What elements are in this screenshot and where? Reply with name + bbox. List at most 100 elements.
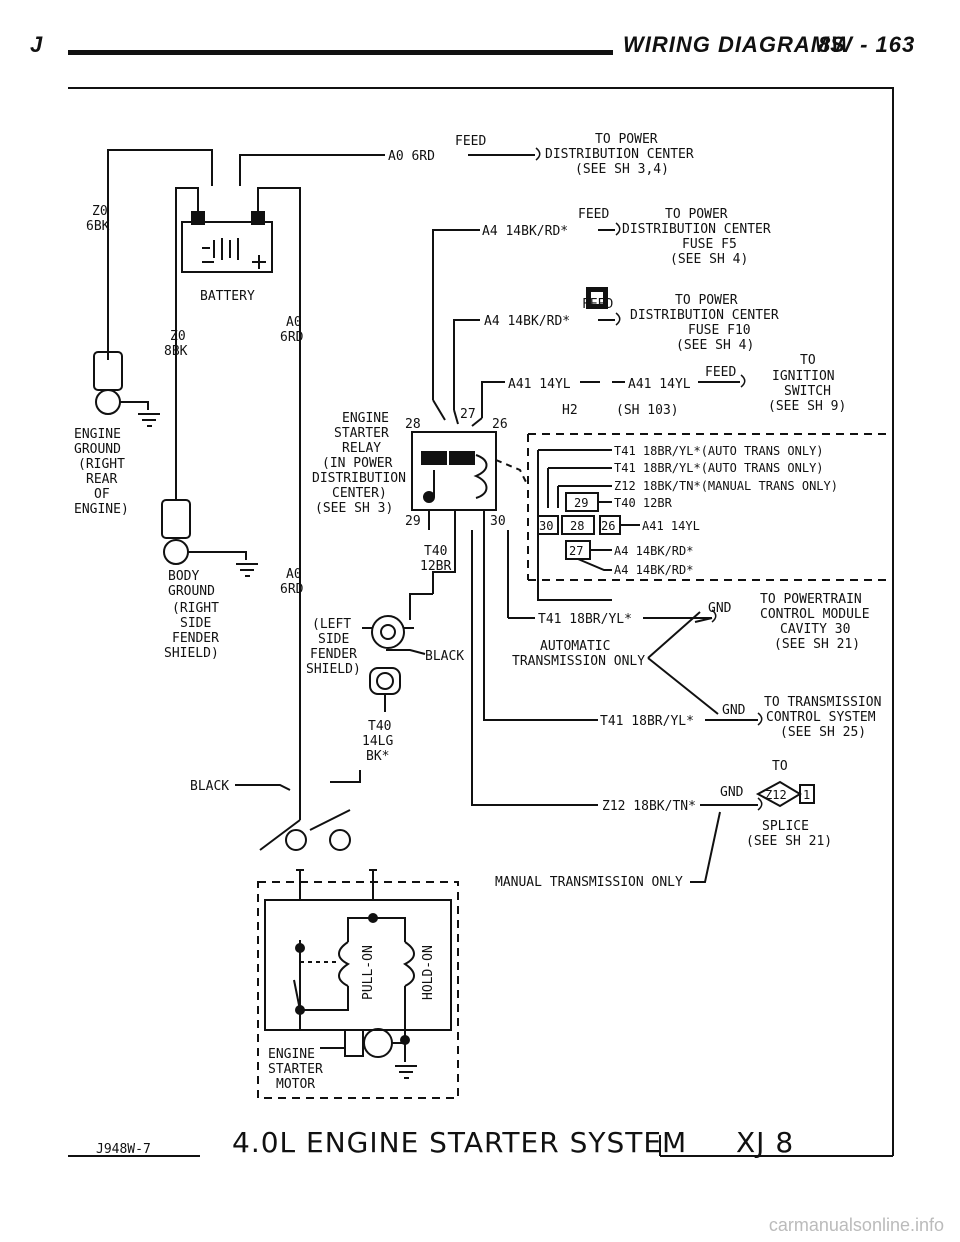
cavity-26: 26 <box>601 519 615 533</box>
label-battery: BATTERY <box>200 289 255 304</box>
label-hold-on: HOLD-ON <box>421 945 436 1000</box>
label-to-power-3: TO POWER <box>675 293 738 308</box>
label-see-sh-34: (SEE SH 3,4) <box>575 162 669 177</box>
label-left-fender-2: SIDE <box>318 632 349 647</box>
label-pdc-3: DISTRIBUTION CENTER <box>630 308 779 323</box>
label-gnd-tcs: GND <box>722 703 746 718</box>
wire-a0-6rd-top <box>239 154 385 186</box>
diagram-frame <box>68 87 894 1156</box>
label-relay-3: RELAY <box>342 441 381 456</box>
label-a4-f10: A4 14BK/RD* <box>484 314 570 329</box>
label-6rd-v1: 6RD <box>280 330 304 345</box>
label-pdc-1: DISTRIBUTION CENTER <box>545 147 694 162</box>
label-t40-14lg-2: 14LG <box>362 734 393 749</box>
badge-z12: Z12 <box>765 788 787 802</box>
label-automatic: AUTOMATIC <box>540 639 610 654</box>
label-z12-18bktn: Z12 18BK/TN* <box>602 799 696 814</box>
cavity-27: 27 <box>569 544 583 558</box>
label-engine-ground-6: ENGINE) <box>74 502 129 517</box>
label-feed-f10: FEED <box>582 297 613 312</box>
label-ignition: IGNITION <box>772 369 835 384</box>
label-feed-a0: FEED <box>455 134 486 149</box>
label-pcm-3: CAVITY 30 <box>780 622 850 637</box>
label-to-splice: TO <box>772 759 788 774</box>
label-body-ground-3: (RIGHT <box>172 601 219 616</box>
label-relay-5: DISTRIBUTION <box>312 471 406 486</box>
label-left-fender-1: (LEFT <box>312 617 351 632</box>
label-left-fender-3: FENDER <box>310 647 357 662</box>
label-t41-pcm: T41 18BR/YL* <box>538 612 632 627</box>
figure-code: J948W-7 <box>96 1142 151 1157</box>
label-black-2: BLACK <box>190 779 229 794</box>
label-z12-manual: Z12 18BK/TN*(MANUAL TRANS ONLY) <box>614 479 838 493</box>
label-motor-2: STARTER <box>268 1062 323 1077</box>
label-a41-14yl: A41 14YL <box>642 519 700 533</box>
cavity-30: 30 <box>539 519 553 533</box>
label-engine-ground-2: GROUND <box>74 442 121 457</box>
label-z0-1: Z0 <box>92 204 108 219</box>
label-relay-2: STARTER <box>334 426 389 441</box>
label-relay-4: (IN POWER <box>322 456 393 471</box>
label-t41-auto-2: T41 18BR/YL*(AUTO TRANS ONLY) <box>614 461 824 475</box>
label-t41-tcs: T41 18BR/YL* <box>600 714 694 729</box>
label-pcm-2: CONTROL MODULE <box>760 607 870 622</box>
label-a4-14bkrd-1: A4 14BK/RD* <box>614 544 693 558</box>
label-engine-ground-3: (RIGHT <box>78 457 125 472</box>
label-t40-14lg-3: BK* <box>366 749 389 764</box>
label-engine-ground-1: ENGINE <box>74 427 121 442</box>
watermark: carmanualsonline.info <box>768 1215 944 1235</box>
label-engine-ground-4: REAR <box>86 472 117 487</box>
label-z0-2: Z0 <box>170 329 186 344</box>
label-a41-left: A41 14YL <box>508 377 571 392</box>
label-to-power-1: TO POWER <box>595 132 658 147</box>
label-to-power-2: TO POWER <box>665 207 728 222</box>
label-6rd-v3: 6RD <box>280 582 304 597</box>
label-pcm-4: (SEE SH 21) <box>774 637 860 652</box>
header-rule <box>68 50 613 55</box>
label-motor-1: ENGINE <box>268 1047 315 1062</box>
label-feed-f5: FEED <box>578 207 609 222</box>
label-feed-ign: FEED <box>705 365 736 380</box>
wire-z0-6bk <box>107 149 213 220</box>
label-sh-103: (SH 103) <box>616 403 679 418</box>
label-see-sh-4a: (SEE SH 4) <box>670 252 748 267</box>
label-tcs-2: CONTROL SYSTEM <box>766 710 876 725</box>
label-a0-v3: A0 <box>286 567 302 582</box>
model-code: XJ 8 <box>736 1126 794 1159</box>
label-body-ground-2: GROUND <box>168 584 215 599</box>
label-motor-3: MOTOR <box>276 1077 315 1092</box>
label-a0-v1: A0 <box>286 315 302 330</box>
pin-28: 28 <box>405 417 421 432</box>
label-pull-on: PULL-ON <box>361 945 376 1000</box>
label-t40-top-2: 12BR <box>420 559 451 574</box>
label-t40-14lg-1: T40 <box>368 719 391 734</box>
label-gnd-splice: GND <box>720 785 744 800</box>
pin-26: 26 <box>492 417 508 432</box>
label-body-ground-4: SIDE <box>180 616 211 631</box>
label-8bk: 8BK <box>164 344 188 359</box>
label-manual-only: MANUAL TRANSMISSION ONLY <box>495 875 683 890</box>
label-a41-right: A41 14YL <box>628 377 691 392</box>
label-black-1: BLACK <box>425 649 464 664</box>
label-body-ground-6: SHIELD) <box>164 646 219 661</box>
diagram-title: 4.0L ENGINE STARTER SYSTEM <box>232 1126 687 1159</box>
label-relay-1: ENGINE <box>342 411 389 426</box>
label-tcs-3: (SEE SH 25) <box>780 725 866 740</box>
label-relay-7: (SEE SH 3) <box>315 501 393 516</box>
label-trans-only: TRANSMISSION ONLY <box>512 654 645 669</box>
label-t40-12br: T40 12BR <box>614 496 673 510</box>
label-to-pcm: TO POWERTRAIN <box>760 592 862 607</box>
label-splice-2: (SEE SH 21) <box>746 834 832 849</box>
label-fuse-f5: FUSE F5 <box>682 237 737 252</box>
label-t40-top-1: T40 <box>424 544 447 559</box>
label-a4-f5: A4 14BK/RD* <box>482 224 568 239</box>
label-to-tcs: TO TRANSMISSION <box>764 695 881 710</box>
label-switch: SWITCH <box>784 384 831 399</box>
label-t41-auto-1: T41 18BR/YL*(AUTO TRANS ONLY) <box>614 444 824 458</box>
pin-30: 30 <box>490 514 506 529</box>
label-h2: H2 <box>562 403 578 418</box>
label-a4-14bkrd-2: A4 14BK/RD* <box>614 563 693 577</box>
label-see-sh-4b: (SEE SH 4) <box>676 338 754 353</box>
